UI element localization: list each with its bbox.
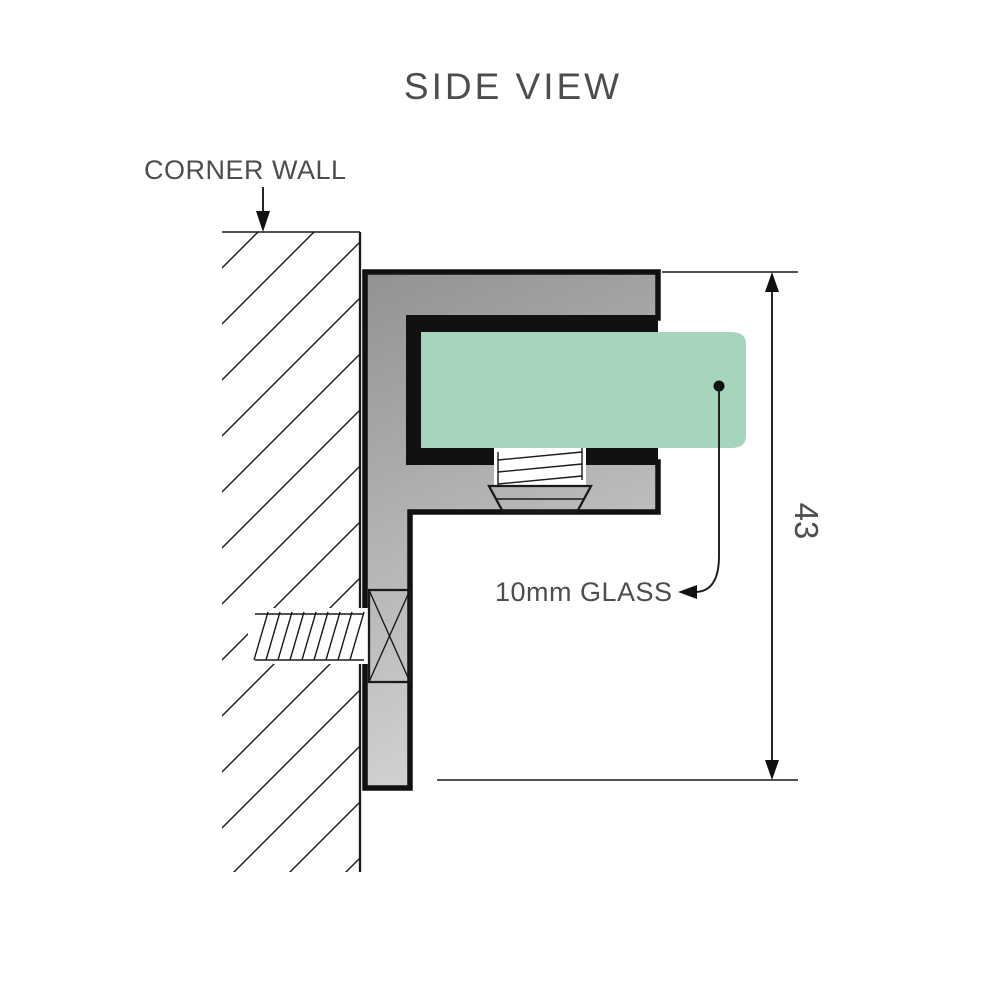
corner-wall-arrow <box>256 187 270 232</box>
glass-panel <box>421 332 746 448</box>
wall <box>222 231 362 872</box>
glass-label: 10mm GLASS <box>495 577 673 607</box>
diagram-title: SIDE VIEW <box>404 66 622 107</box>
wall-screw-head <box>367 588 412 684</box>
glass-leader-arrow <box>678 585 697 599</box>
grub-screw <box>487 448 593 514</box>
dimension-43: 43 <box>437 271 825 781</box>
wall-hatching <box>222 232 360 872</box>
dimension-arrow-bottom <box>765 760 779 780</box>
wall-screw-thread <box>248 608 370 664</box>
wall-screw <box>248 588 412 684</box>
corner-wall-label: CORNER WALL <box>144 155 347 185</box>
dimension-arrow-top <box>765 272 779 292</box>
dimension-label: 43 <box>788 503 825 540</box>
glass-callout: 10mm GLASS <box>495 380 725 607</box>
